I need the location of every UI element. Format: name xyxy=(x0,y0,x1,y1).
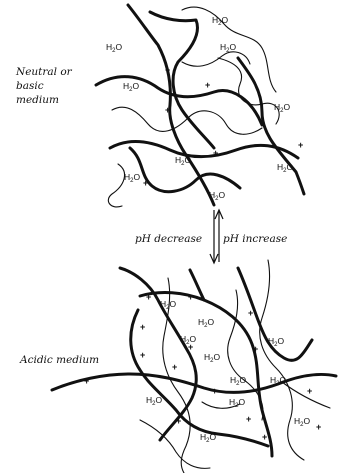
water-label: H2O xyxy=(277,162,293,174)
swollen-polymer-network xyxy=(52,260,336,473)
positive-charge: + xyxy=(188,342,193,352)
water-label: H2O xyxy=(123,81,139,93)
positive-charge: + xyxy=(213,148,218,158)
positive-charge: + xyxy=(176,416,181,426)
polymer-chain xyxy=(112,107,262,134)
water-label: H2O xyxy=(274,102,290,114)
ph-decrease-label: pH decrease xyxy=(135,233,202,245)
water-label: H2O xyxy=(294,416,310,428)
positive-charge: + xyxy=(165,65,170,75)
positive-charge: + xyxy=(316,422,321,432)
water-label: H2O xyxy=(204,352,220,364)
polymer-chain xyxy=(282,382,330,408)
water-label: H2O xyxy=(230,375,246,387)
positive-charge: + xyxy=(248,308,253,318)
bottom-charges: + + + + + + + + + + + + + + + xyxy=(84,292,321,442)
positive-charge: + xyxy=(188,292,193,302)
positive-charge: + xyxy=(146,292,151,302)
water-label: H2O xyxy=(124,172,140,184)
polymer-chain xyxy=(131,310,268,446)
positive-charge: + xyxy=(205,80,210,90)
water-label: H2O xyxy=(200,432,216,444)
positive-charge: + xyxy=(298,140,303,150)
polymer-chain xyxy=(96,77,262,125)
positive-charge: + xyxy=(246,414,251,424)
equilibrium-arrows: pH decrease pH increase xyxy=(135,210,287,263)
medium-label-line: basic xyxy=(16,80,44,92)
polymer-chain xyxy=(108,164,124,207)
water-label: H2O xyxy=(212,15,228,27)
positive-charge: + xyxy=(140,350,145,360)
positive-charge: + xyxy=(140,322,145,332)
positive-charge: + xyxy=(143,178,148,188)
positive-charge: + xyxy=(307,386,312,396)
medium-label-line: Neutral or xyxy=(15,66,73,78)
positive-charge: + xyxy=(172,362,177,372)
acidic-medium-label: Acidic medium xyxy=(19,354,99,366)
positive-charge: + xyxy=(253,344,258,354)
ph-increase-label: pH increase xyxy=(223,233,287,245)
positive-charge: + xyxy=(165,105,170,115)
positive-charge: + xyxy=(212,386,217,396)
polymer-chain xyxy=(140,420,210,468)
positive-charge: + xyxy=(84,376,89,386)
water-label: H2O xyxy=(175,155,191,167)
positive-charge: + xyxy=(262,432,267,442)
medium-label-line: medium xyxy=(16,94,59,106)
water-label: H2O xyxy=(146,395,162,407)
water-label: H2O xyxy=(106,42,122,54)
neutral-basic-label: Neutral or basic medium xyxy=(15,66,73,106)
polymer-chain xyxy=(238,58,304,194)
water-label: H2O xyxy=(198,317,214,329)
